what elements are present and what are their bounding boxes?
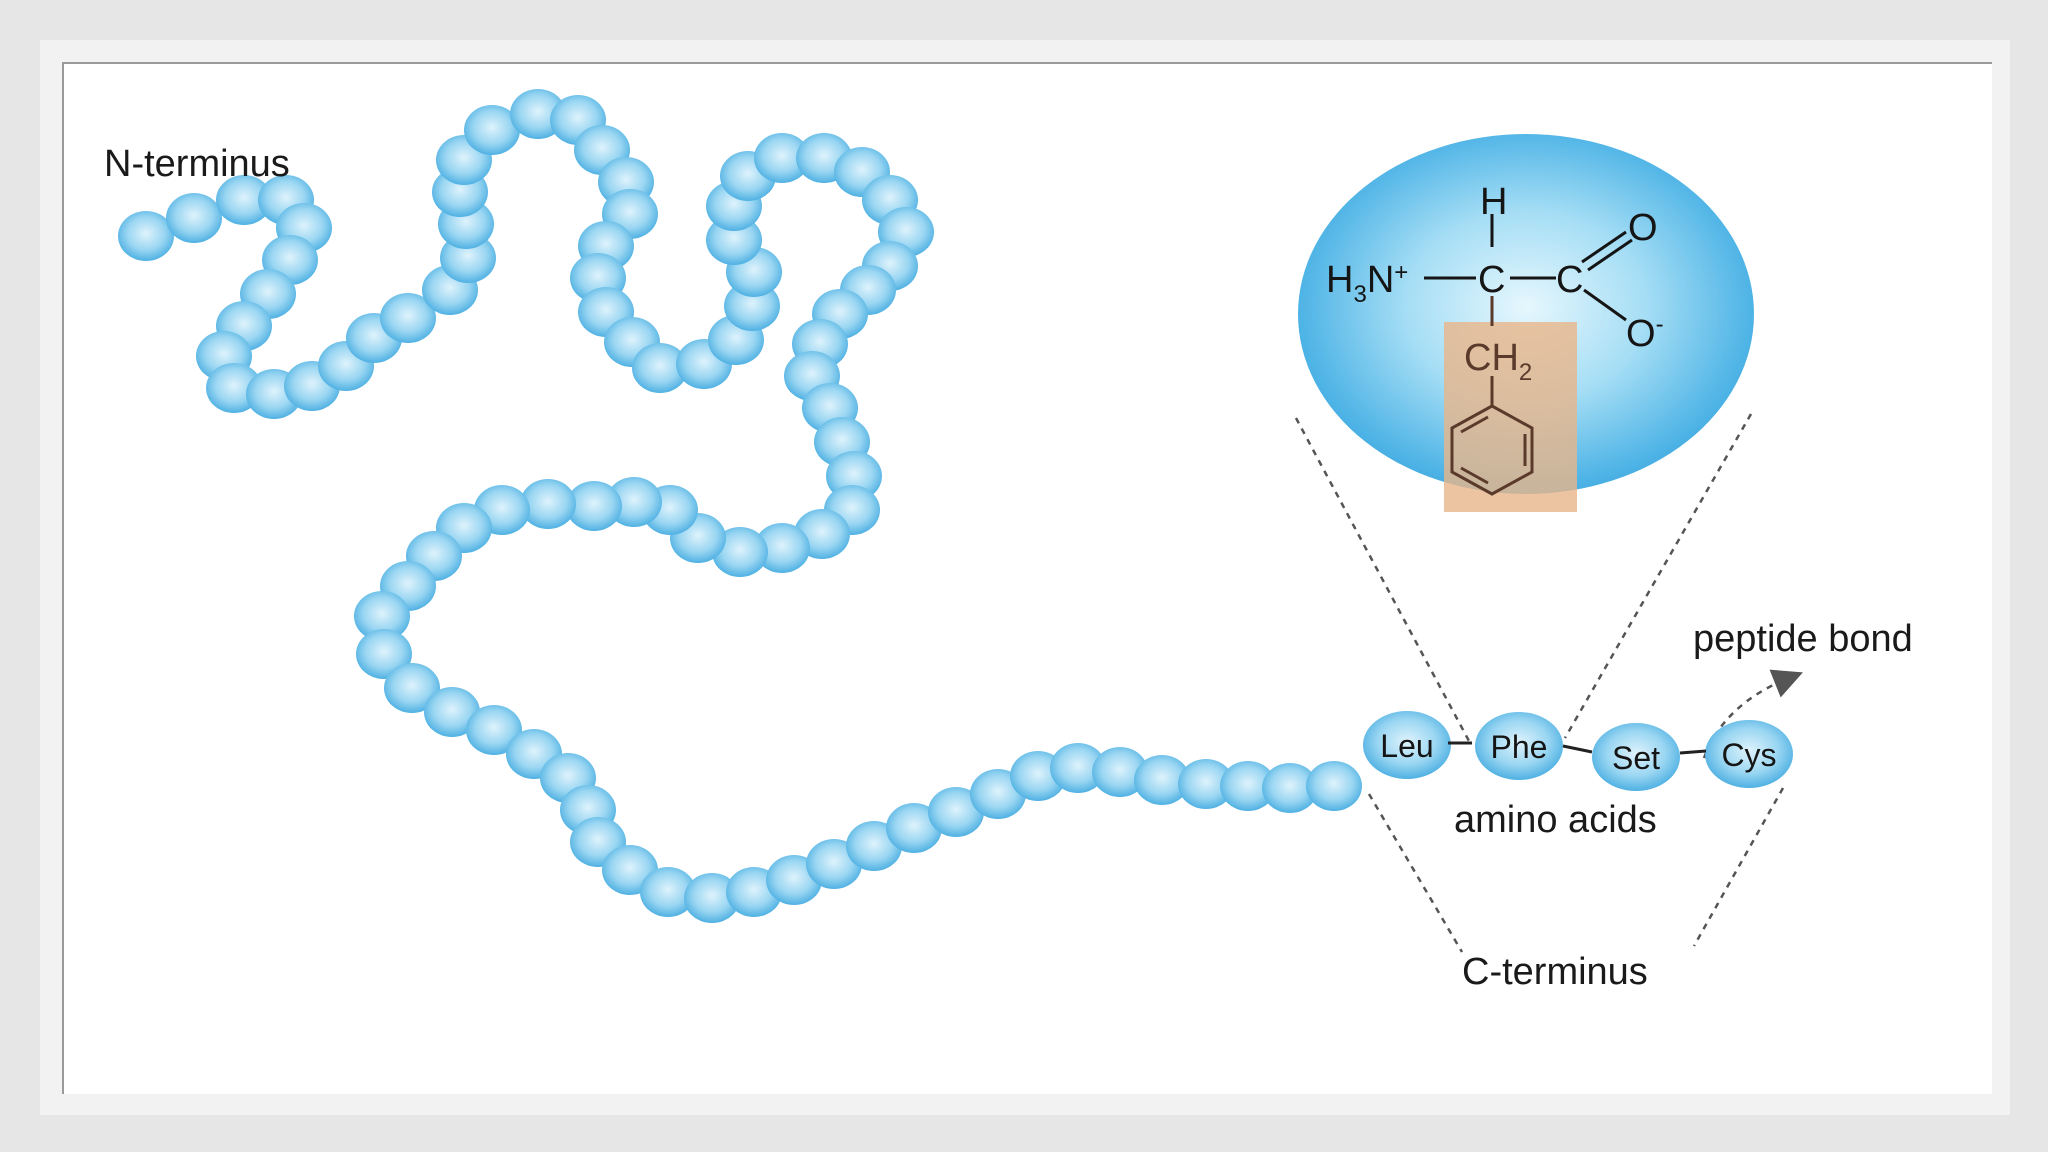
residue-bead-set [1592,723,1680,791]
chain-bead [1134,755,1190,805]
chain-bead [216,175,272,225]
chain-bead [684,873,740,923]
chain-bead [1220,761,1276,811]
residue-bonds [1448,741,1707,755]
slide-frame: H H3N+ C C O O- CH2 Leu Phe Set Cys N-termi… [40,40,2010,1115]
chain-bead [754,523,810,573]
amino-acids-label: amino acids [1454,799,1657,841]
benzene-ring-icon [1450,404,1534,496]
alpha-carbon: C [1478,259,1505,301]
residue-label-phe: Phe [1491,729,1548,765]
carboxyl-carbon: C [1556,259,1583,301]
chain-bead [566,481,622,531]
zoom-line-left-top [1294,417,1471,742]
c-terminus-label: C-terminus [1462,951,1648,993]
chain-bead [384,663,440,713]
magnified-circle [1298,134,1754,494]
zoom-line-right-top [1563,413,1753,739]
peptide-bond-label: peptide bond [1693,618,1913,660]
hydrogen-atom: H [1480,181,1507,223]
chain-bead [1262,763,1318,813]
chain-bead [928,787,984,837]
chain-bead [632,343,688,393]
chain-bead [1050,743,1106,793]
chain-bead [1178,759,1234,809]
amine-group: H3N+ [1326,259,1408,308]
residue-beads: Leu Phe Set Cys [1363,711,1793,791]
residue-label-cys: Cys [1721,737,1776,773]
chain-bead [520,479,576,529]
residue-bead-cys [1705,720,1793,788]
n-terminus-label: N-terminus [104,143,290,185]
residue-bead-phe [1475,712,1563,780]
methylene-group: CH2 [1464,337,1532,386]
protein-chain-diagram: H H3N+ C C O O- CH2 Leu Phe Set Cys N-termi… [104,89,1913,993]
chain-bead [354,591,410,641]
chain-bead [466,705,522,755]
residue-label-leu: Leu [1380,728,1433,764]
chain-bead [118,211,174,261]
chain-bead [712,527,768,577]
chain-bead [166,193,222,243]
chain-bead [424,687,480,737]
chain-bead [640,867,696,917]
bond-lines [1424,214,1633,322]
chain-bead [886,803,942,853]
polypeptide-chain [118,89,1362,923]
chain-bead [1092,747,1148,797]
chain-bead [380,293,436,343]
chain-bead [754,133,810,183]
diagram-canvas: H H3N+ C C O O- CH2 Leu Phe Set Cys N-termi… [62,62,1992,1094]
zoom-connector-lines [1294,413,1785,953]
amino-acid-structure-zoom: H H3N+ C C O O- CH2 [1298,134,1754,512]
residue-label-set: Set [1612,740,1660,776]
oxygen-double-bond: O [1628,207,1658,249]
zoom-line-left-bottom [1367,793,1464,953]
chain-bead [1306,761,1362,811]
zoom-line-right-bottom [1692,787,1785,947]
chain-bead [464,105,520,155]
oxygen-anion: O- [1626,311,1664,355]
residue-bead-leu [1363,711,1451,779]
